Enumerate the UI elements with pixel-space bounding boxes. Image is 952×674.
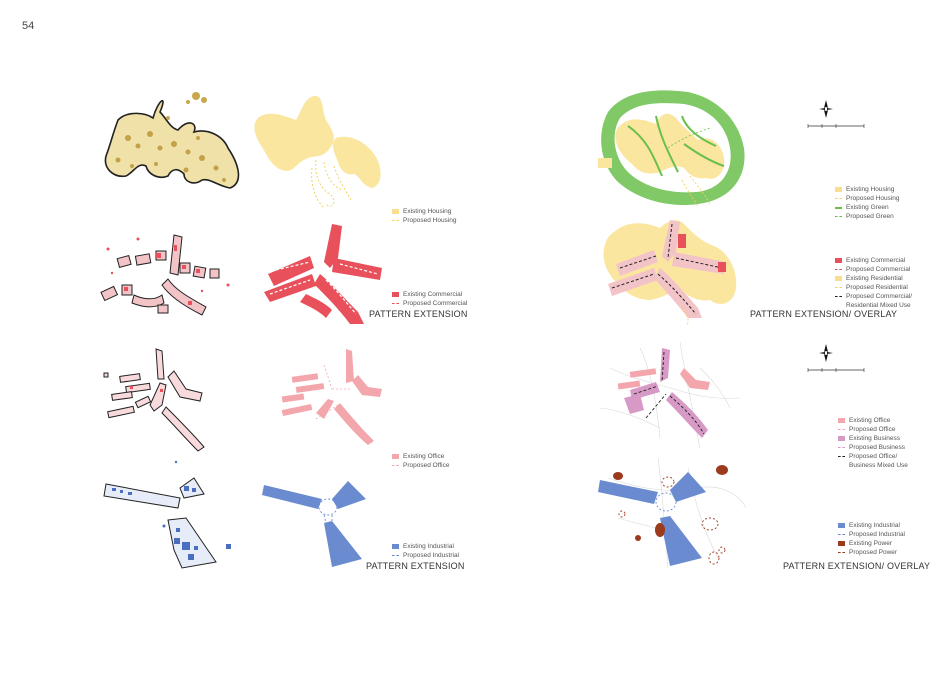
- caption-overlay-bottom: PATTERN EXTENSION/ OVERLAY: [783, 561, 931, 571]
- overlay-housing-green-map: [598, 90, 745, 207]
- legend-item: Proposed Office/: [838, 452, 908, 461]
- legend-item: Proposed Housing: [835, 194, 899, 203]
- legend-item: Existing Business: [838, 434, 908, 443]
- legend-item: Proposed Industrial: [838, 530, 905, 539]
- legend-item: Existing Office: [838, 416, 908, 425]
- legend-item: Existing Office: [392, 452, 450, 461]
- legend-item: Proposed Office: [392, 461, 450, 470]
- proposed-office-map: [281, 349, 382, 445]
- legend-housing: Existing Housing Proposed Housing: [392, 207, 456, 225]
- legend-overlay-office-business: Existing Office Proposed Office Existing…: [838, 416, 908, 470]
- legend-item: Existing Green: [835, 203, 899, 212]
- caption-overlay-top: PATTERN EXTENSION/ OVERLAY: [750, 309, 898, 319]
- legend-item: Business Mixed Use: [849, 462, 908, 469]
- legend-item: Existing Power: [838, 539, 905, 548]
- scale-bar-icon: [807, 124, 865, 128]
- overlay-commercial-residential-map: [603, 220, 737, 327]
- existing-office-map: [103, 348, 205, 452]
- legend-item: Proposed Commercial/: [835, 292, 912, 301]
- legend-item: Proposed Industrial: [392, 551, 459, 560]
- legend-item: Proposed Commercial: [835, 265, 912, 274]
- overlay-office-business-map: [599, 341, 741, 449]
- page-number: 54: [22, 20, 35, 32]
- existing-commercial-map: [100, 234, 230, 316]
- proposed-industrial-map: [262, 481, 366, 567]
- legend-item: Proposed Commercial: [392, 299, 467, 308]
- north-arrow-icon: [819, 344, 833, 362]
- legend-item: Existing Housing: [835, 185, 899, 194]
- existing-housing-map: [104, 92, 240, 189]
- caption-pattern-extension-top: PATTERN EXTENSION: [369, 309, 468, 319]
- legend-item: Existing Commercial: [392, 290, 467, 299]
- proposed-commercial-map: [264, 224, 382, 324]
- legend-item: Existing Residential: [835, 274, 912, 283]
- legend-item: Existing Housing: [392, 207, 456, 216]
- legend-item: Proposed Housing: [392, 216, 456, 225]
- overlay-industrial-power-map: [598, 457, 747, 569]
- north-arrow-icon: [819, 100, 833, 118]
- legend-item: Existing Industrial: [838, 521, 905, 530]
- legend-item: Proposed Green: [835, 212, 899, 221]
- legend-item: Proposed Business: [838, 443, 908, 452]
- proposed-housing-map: [254, 95, 381, 209]
- scale-bar-icon: [807, 368, 865, 372]
- legend-office: Existing Office Proposed Office: [392, 452, 450, 470]
- caption-pattern-extension-bottom: PATTERN EXTENSION: [366, 561, 465, 571]
- legend-item: Existing Industrial: [392, 542, 459, 551]
- legend-overlay-commercial-residential: Existing Commercial Proposed Commercial …: [835, 256, 912, 310]
- legend-item: Existing Commercial: [835, 256, 912, 265]
- legend-item: Proposed Power: [838, 548, 905, 557]
- legend-industrial: Existing Industrial Proposed Industrial: [392, 542, 459, 560]
- legend-item: Proposed Office: [838, 425, 908, 434]
- legend-overlay-housing-green: Existing Housing Proposed Housing Existi…: [835, 185, 899, 221]
- legend-overlay-industrial-power: Existing Industrial Proposed Industrial …: [838, 521, 905, 557]
- legend-commercial: Existing Commercial Proposed Commercial: [392, 290, 467, 308]
- existing-industrial-map: [103, 460, 231, 569]
- legend-item: Proposed Residential: [835, 283, 912, 292]
- legend-item: Residential Mixed Use: [846, 302, 911, 309]
